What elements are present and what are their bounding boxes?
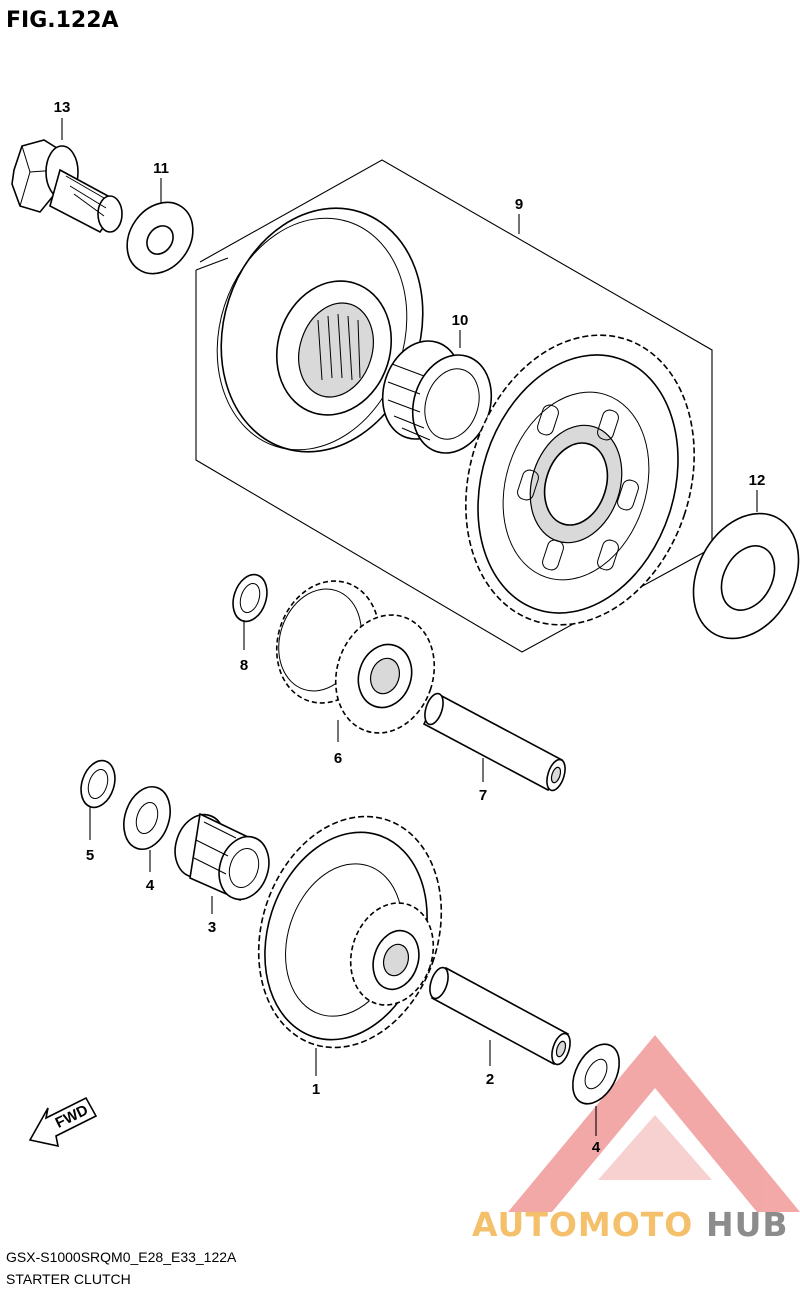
callout-12: 12 [749, 472, 766, 489]
figure-title: FIG.122A [6, 8, 119, 33]
part-5-washer [80, 759, 116, 809]
leader-lines [61, 118, 758, 1136]
forward-direction-arrow: FWD [28, 1096, 98, 1148]
watermark-wordmark: AUTOMOTO HUB [472, 1205, 789, 1244]
part-6-idle-gear [275, 580, 436, 734]
watermark-text-automoto: AUTOMOTO [472, 1205, 693, 1244]
callout-8: 8 [240, 657, 248, 674]
callout-7: 7 [479, 787, 487, 804]
callout-13: 13 [54, 99, 71, 116]
part-3-needle-bearing [174, 812, 270, 902]
callout-1: 1 [312, 1081, 320, 1098]
part-2-shaft [429, 966, 571, 1066]
part-7-shaft [422, 692, 566, 792]
callout-2: 2 [486, 1071, 494, 1088]
part-9-starter-driven-gear [465, 334, 695, 626]
part-10-needle-bearing [381, 340, 493, 454]
callout-11: 11 [153, 160, 169, 177]
callout-labels: 13 11 9 10 12 8 6 7 5 4 3 1 2 4 [54, 99, 766, 1156]
callout-9: 9 [515, 196, 523, 213]
assembly-box-9 [195, 159, 713, 653]
part-12-washer [692, 512, 800, 640]
part-4-washer-upper [123, 786, 171, 850]
callout-10: 10 [452, 312, 469, 329]
watermark-logo [508, 1035, 800, 1212]
part-4-washer-lower [572, 1043, 620, 1105]
callout-6: 6 [334, 750, 342, 767]
model-code: GSX-S1000SRQM0_E28_E33_122A [6, 1249, 237, 1265]
callout-4-lower: 4 [592, 1139, 601, 1156]
part-8-washer [232, 573, 268, 623]
part-11-washer [126, 201, 194, 275]
part-13-bolt [11, 139, 123, 234]
watermark-text-hub: HUB [706, 1205, 789, 1244]
callout-5: 5 [86, 847, 94, 864]
callout-4-upper: 4 [146, 877, 155, 894]
part-1-idle-gear [257, 815, 443, 1049]
callout-3: 3 [208, 919, 216, 936]
figure-caption: STARTER CLUTCH [6, 1271, 131, 1287]
